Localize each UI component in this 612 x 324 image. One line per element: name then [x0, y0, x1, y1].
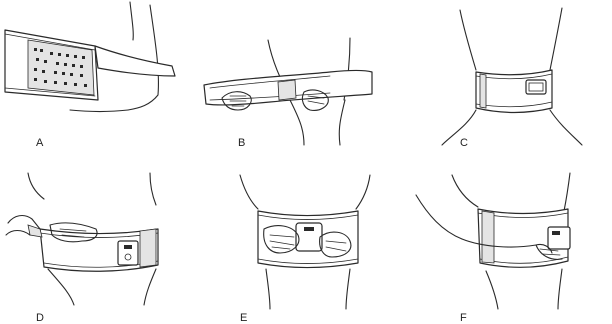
step-c-illustration: C: [412, 0, 612, 155]
step-label: A: [36, 138, 43, 149]
step-a-illustration: A: [0, 0, 200, 155]
belt-fitted-drawing: [412, 0, 612, 155]
step-b-illustration: B: [200, 0, 412, 155]
step-label: D: [36, 313, 44, 324]
belt-inner-side-drawing: [0, 0, 200, 155]
step-label: C: [460, 138, 468, 149]
step-label: E: [240, 313, 247, 324]
step-label: B: [238, 138, 245, 149]
step-label: F: [460, 313, 467, 324]
step-f-illustration: F: [412, 165, 612, 323]
step-d-illustration: D: [0, 165, 200, 323]
controller-attach-drawing: [0, 165, 200, 323]
belt-worn-drawing: [412, 165, 612, 323]
belt-wrap-drawing: [200, 0, 412, 155]
step-e-illustration: E: [200, 165, 412, 323]
controller-operate-drawing: [200, 165, 412, 323]
